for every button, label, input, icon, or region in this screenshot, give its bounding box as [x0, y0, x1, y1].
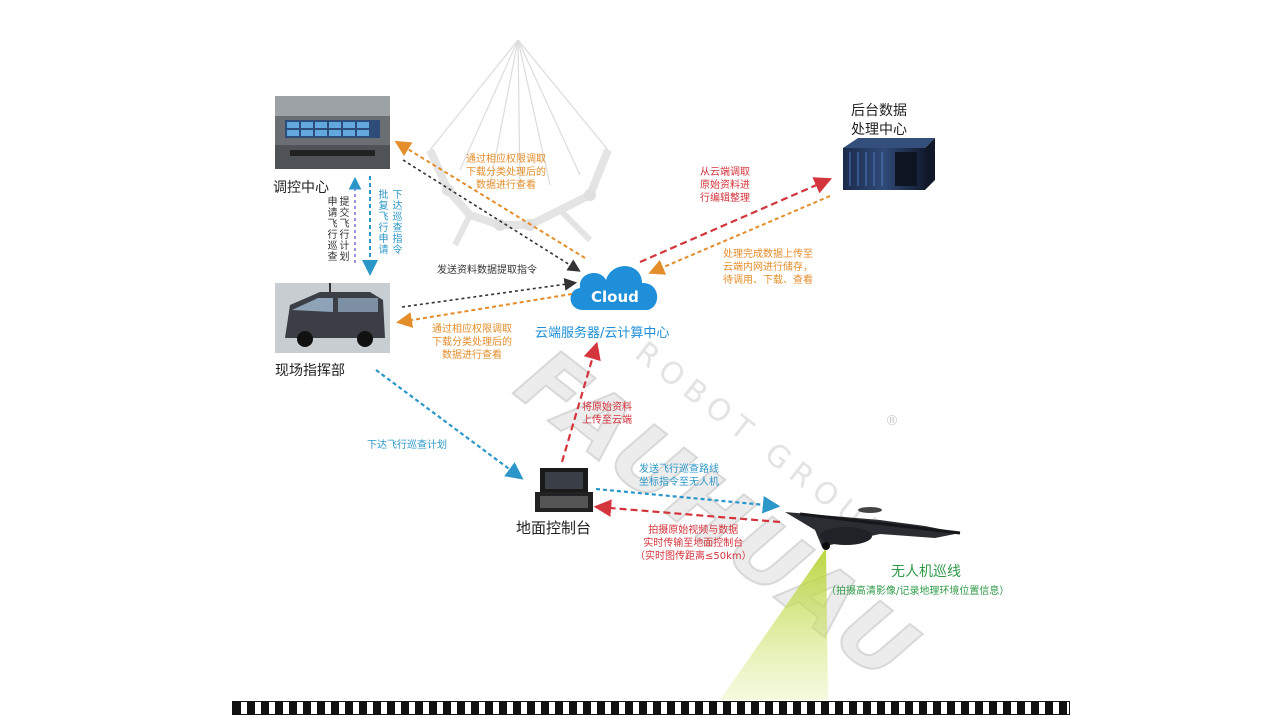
arrow-ground-to-cloud	[560, 341, 601, 463]
cloud-badge-text: Cloud	[591, 288, 639, 306]
ground-station-label: 地面控制台	[516, 519, 592, 537]
note-route-cmd: 发送飞行巡查路线 坐标指令至无人机	[639, 464, 719, 488]
note-top-orange: 通过相应权限调取 下载分类处理后的 数据进行查看	[466, 154, 546, 191]
dispatch-center-image	[275, 96, 390, 169]
watermark-mark: ®	[885, 413, 899, 429]
cloud-caption: 云端服务器/云计算中心	[535, 326, 670, 341]
backend-label: 后台数据 处理中心	[851, 103, 907, 138]
cloud-shape	[570, 266, 658, 310]
arrow-ground-to-uav	[595, 487, 781, 514]
arrow-cloud-to-field	[396, 293, 573, 328]
uav-subtitle: （拍摄高清影像/记录地理环境位置信息）	[826, 586, 1010, 597]
dispatch-center-label: 调控中心	[273, 180, 329, 196]
checker-strip	[232, 701, 1070, 715]
arrow-field-to-ground	[375, 369, 524, 480]
note-plan-cmd: 下达飞行巡查计划	[367, 440, 447, 451]
command-vehicle-image	[275, 283, 390, 353]
vnote-apply: 申请飞行巡查	[327, 197, 338, 263]
server-rack-image	[843, 138, 935, 190]
note-cloud-backend: 从云端调取 原始资料进 行编辑整理	[700, 167, 750, 204]
ground-station-image	[535, 468, 593, 512]
arrow-cloud-to-backend	[639, 177, 833, 264]
field-command-label: 现场指挥部	[275, 363, 345, 379]
note-video-feed: 拍摄原始视频与数据 实时传输至地面控制台 （实时图传距离≤50km）	[635, 525, 752, 562]
vnote-submit: 提交飞行计划	[339, 197, 350, 263]
uav-title: 无人机巡线	[891, 564, 961, 580]
arrow-uav-to-ground	[593, 499, 781, 524]
camera-beam	[720, 548, 828, 700]
arrow-field-to-cloud	[401, 277, 578, 308]
note-backend-cloud: 处理完成数据上传至 云端内网进行储存， 待调用、下载、查看	[723, 249, 813, 286]
note-upload-raw: 将原始资料 上传至云端	[582, 402, 632, 426]
note-send-request: 发送资料数据提取指令	[437, 265, 537, 276]
uav-image	[785, 507, 961, 550]
vnote-approve: 批复飞行申请	[378, 190, 389, 256]
arrow-dispatch-to-cloud	[402, 159, 581, 272]
vnote-issue: 下达巡查指令	[392, 190, 403, 256]
arrow-cloud-to-dispatch	[394, 140, 586, 259]
arrow-backend-to-cloud	[648, 195, 831, 275]
note-bottom-orange: 通过相应权限调取 下载分类处理后的 数据进行查看	[432, 324, 512, 361]
